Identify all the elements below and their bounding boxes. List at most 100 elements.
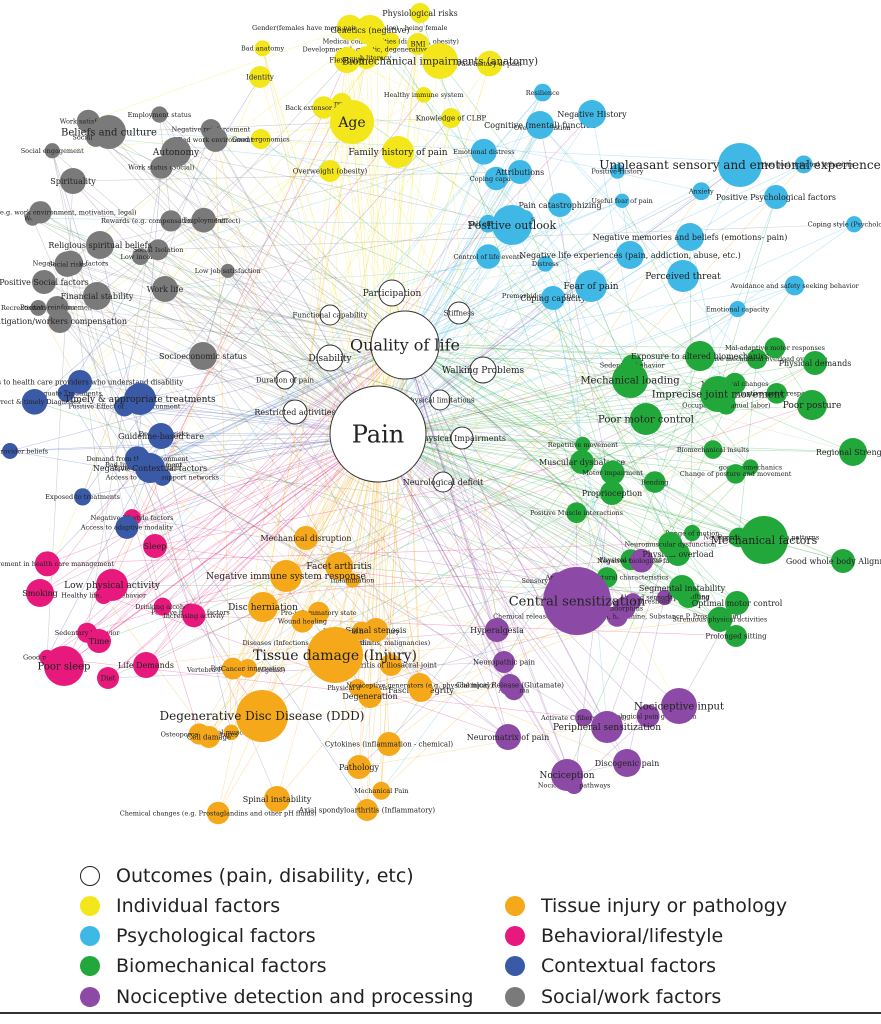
node-circle	[718, 143, 762, 187]
network-edge	[369, 362, 816, 697]
node-label: Smoking	[22, 589, 58, 598]
node-circle	[44, 646, 84, 686]
node-circle	[612, 362, 648, 398]
legend-swatch	[505, 896, 525, 916]
node-label: Spirituality	[50, 177, 96, 186]
node-label: Poor posture	[783, 401, 842, 411]
node-label: Positive reinforcement	[20, 303, 95, 311]
node-label: Litigation/workers compensation	[0, 317, 127, 326]
node-label: Emotional distress	[453, 148, 514, 156]
network-edge	[404, 285, 795, 346]
network-edge	[391, 254, 631, 294]
network-edge	[404, 344, 751, 468]
node-label: Cell damage	[187, 733, 231, 741]
network-edge	[712, 449, 854, 453]
legend-swatch	[80, 926, 100, 946]
node-psychological: Fear of pain	[563, 270, 619, 302]
node-outcomes: Restricted activities	[254, 399, 336, 425]
network-edge	[377, 49, 592, 287]
node-psychological: Unpleasant sensory and emotional experie…	[599, 143, 881, 187]
network-edge	[72, 171, 521, 182]
network-edge	[154, 461, 583, 547]
node-circle	[616, 241, 644, 269]
node-psychological: Emotional capacity	[706, 300, 769, 318]
network-edge	[140, 256, 379, 435]
node-circle	[610, 164, 625, 179]
network-edge	[606, 543, 671, 728]
node-circle	[469, 356, 497, 384]
node-label: Biomechanical insults	[677, 446, 749, 454]
network-edge	[381, 308, 738, 791]
node-circle	[316, 344, 344, 372]
node-contextual: Negative Contextual factors	[93, 453, 207, 483]
network-edge	[231, 433, 379, 733]
network-edge	[70, 262, 377, 631]
network-edge	[170, 220, 406, 346]
node-label: Facet arthritis	[306, 562, 372, 572]
node-contextual: Exposed to treatments	[45, 488, 120, 506]
node-label: Family history of pain	[348, 148, 447, 158]
network-edge	[404, 151, 485, 346]
network-edge	[262, 48, 379, 435]
node-label: Proprioception	[582, 489, 642, 498]
network-edge	[617, 171, 631, 256]
network-edge	[377, 308, 738, 435]
node-biomechanical: Neuromuscular dysfunction	[624, 531, 716, 557]
network-edge	[377, 358, 757, 435]
node-label: Avoidance and safety seeking behavior	[729, 282, 859, 290]
node-label: Developmental, genetic, degenerative fac…	[303, 46, 453, 54]
node-label: Sedentary behavior	[55, 629, 121, 637]
network-edge	[154, 63, 490, 547]
network-edge	[591, 113, 683, 589]
legend-label: Contextual factors	[541, 955, 716, 977]
node-individual: Flexibility	[329, 47, 365, 73]
node-label: Employment status	[128, 111, 192, 119]
network-edge	[131, 344, 406, 518]
node-circle	[191, 207, 217, 233]
node-nociceptive: Nociception	[539, 759, 595, 791]
network-edge	[140, 256, 422, 691]
node-label: Health literacy	[342, 54, 392, 62]
node-circle	[630, 403, 662, 435]
node-label: Rewards (e.g. compensation, social effec…	[101, 217, 241, 225]
node-circle	[450, 426, 474, 450]
node-circle	[319, 304, 341, 326]
node-label: Resilience	[526, 89, 560, 97]
node-behavioral: Sleep	[143, 534, 167, 558]
network-edge	[404, 63, 490, 346]
network-edge	[262, 48, 379, 435]
network-edge	[137, 167, 162, 459]
network-edge	[375, 164, 804, 631]
network-edge	[262, 57, 367, 608]
node-individual: Biomechanical impairments (anatomy)	[342, 43, 538, 79]
network-edge	[9, 433, 379, 452]
network-edge	[139, 344, 406, 400]
node-circle	[629, 548, 654, 573]
node-circle	[831, 549, 855, 573]
node-circle	[160, 210, 182, 232]
network-edge	[70, 262, 362, 632]
node-label: Coping capacity	[520, 294, 586, 303]
node-label: Disability	[308, 354, 352, 364]
network-edge	[111, 59, 348, 586]
network-edge	[377, 404, 727, 435]
node-psychological: Negative History	[557, 100, 627, 128]
network-edge	[377, 223, 855, 435]
node-outcomes: Duration of pain	[256, 370, 315, 390]
legend-swatch	[505, 987, 525, 1007]
node-circle	[291, 610, 314, 633]
network-edge	[397, 151, 634, 602]
node-label: Wound healing	[278, 618, 327, 626]
node-circle	[68, 370, 92, 394]
node-psychological: Attributions	[495, 160, 544, 184]
node-outcomes: Physical Impairments	[418, 426, 506, 450]
network-edge	[140, 151, 484, 257]
node-social: Social risks	[48, 251, 86, 277]
network-edge	[377, 151, 485, 435]
node-behavioral: Low physical activity	[64, 569, 161, 601]
node-label: Neuropathic pain	[473, 658, 536, 666]
node-social: Employment	[183, 207, 225, 233]
network-edge	[377, 117, 452, 435]
network-edge	[70, 262, 379, 435]
node-circle	[526, 111, 554, 139]
